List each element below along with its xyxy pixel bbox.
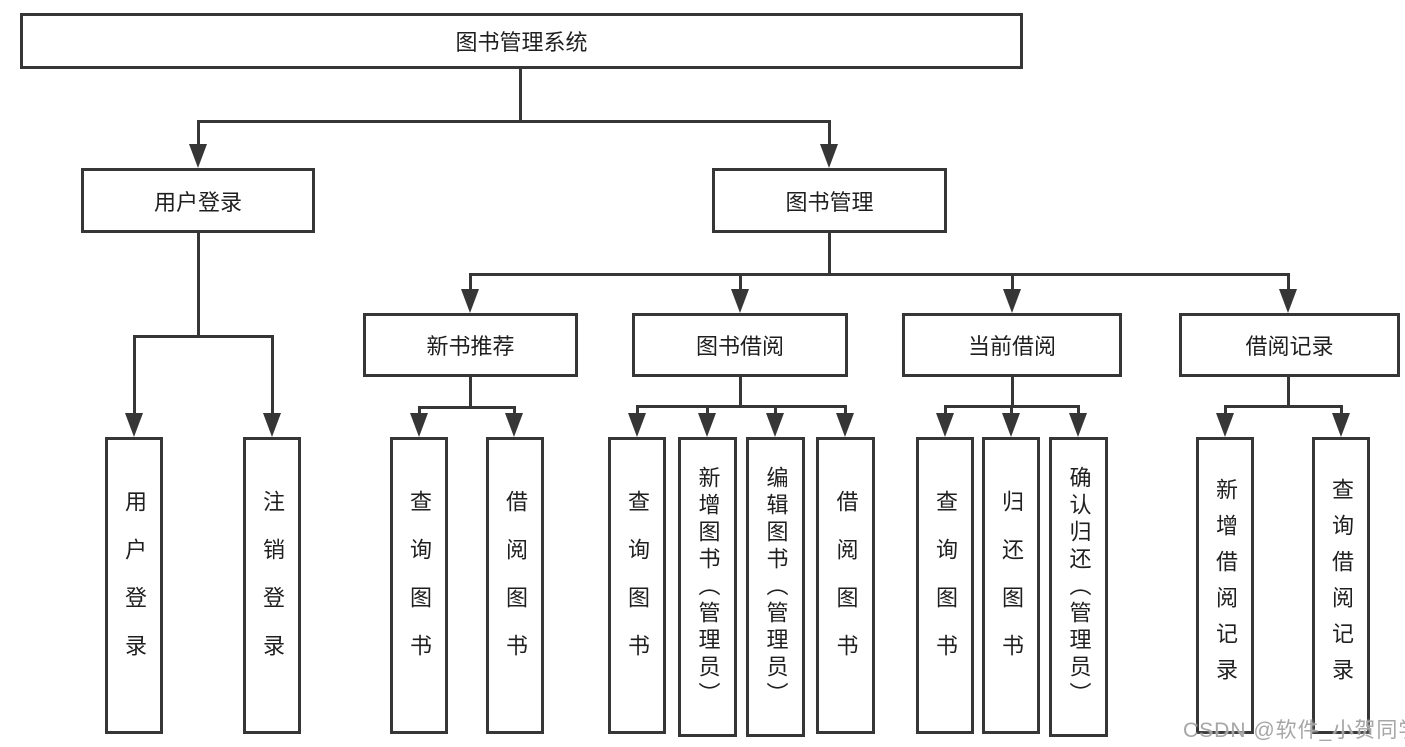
node-label: 新书推荐 <box>426 334 515 359</box>
node-label: 借阅图书 <box>503 489 528 682</box>
arrowhead <box>1069 413 1087 437</box>
connector-line <box>133 335 274 338</box>
connector-line <box>197 233 200 335</box>
node-borrow-books: 借阅图书 <box>816 437 875 734</box>
connector-line <box>519 69 522 120</box>
node-label: 图书借阅 <box>695 334 784 359</box>
arrowhead <box>628 413 646 437</box>
arrowhead <box>698 413 716 437</box>
connector-line <box>1077 405 1080 416</box>
node-return-book: 归还图书 <box>982 437 1040 734</box>
node-new-book-recommend: 新书推荐 <box>363 313 578 377</box>
connector-line <box>1011 377 1014 407</box>
node-label: 查询图书 <box>933 489 958 682</box>
connector-line <box>828 233 831 273</box>
connector-line <box>133 335 136 413</box>
connector-line <box>844 405 847 416</box>
node-confirm-return-admin: 确认归还（管理员） <box>1049 437 1108 737</box>
node-label: 当前借阅 <box>967 334 1056 359</box>
connector-line <box>636 405 639 416</box>
node-label: 查询图书 <box>407 489 432 682</box>
connector-line <box>513 406 516 416</box>
node-query-borrow-record: 查询借阅记录 <box>1312 437 1370 734</box>
node-label: 用户登录 <box>153 189 242 215</box>
node-label: 归还图书 <box>999 489 1024 682</box>
node-current-borrow: 当前借阅 <box>902 313 1122 377</box>
connector-line <box>470 273 1290 276</box>
node-label: 注销登录 <box>260 489 285 682</box>
connector-line <box>1224 405 1227 416</box>
connector-line <box>1340 405 1343 416</box>
connector-line <box>469 273 472 291</box>
connector-line <box>418 406 516 409</box>
node-query-books-borrow: 查询图书 <box>608 437 666 734</box>
node-borrow-records: 借阅记录 <box>1179 313 1400 377</box>
node-add-borrow-record: 新增借阅记录 <box>1196 437 1254 734</box>
connector-line <box>418 406 421 416</box>
node-label: 借阅图书 <box>833 489 859 682</box>
arrowhead <box>766 413 784 437</box>
arrowhead <box>1332 413 1350 437</box>
node-label: 编辑图书（管理员） <box>763 465 789 709</box>
node-label: 图书管理系统 <box>455 30 588 55</box>
arrowhead <box>1002 413 1020 437</box>
connector-line <box>1010 405 1013 416</box>
node-label: 新增借阅记录 <box>1213 477 1238 694</box>
node-library-system: 图书管理系统 <box>20 13 1023 69</box>
connector-line <box>739 273 742 291</box>
arrowhead <box>125 413 143 437</box>
node-edit-book-admin: 编辑图书（管理员） <box>746 437 805 737</box>
node-label: 用户登录 <box>122 489 147 682</box>
connector-line <box>1287 273 1290 291</box>
connector-line <box>706 405 709 416</box>
arrowhead <box>936 413 954 437</box>
connector-line <box>944 405 947 416</box>
node-leaf-user-login: 用户登录 <box>105 437 163 734</box>
arrowhead <box>189 144 207 168</box>
connector-line <box>739 377 742 407</box>
node-label: 查询借阅记录 <box>1329 477 1354 694</box>
connector-line <box>1224 405 1342 408</box>
connector-line <box>774 405 777 416</box>
node-borrow-books-recommend: 借阅图书 <box>486 437 544 734</box>
node-query-books-current: 查询图书 <box>916 437 974 734</box>
arrowhead <box>1216 413 1234 437</box>
connector-line <box>469 377 472 408</box>
node-label: 借阅记录 <box>1245 334 1334 359</box>
connector-line <box>1011 273 1014 291</box>
node-book-management: 图书管理 <box>712 168 947 233</box>
node-user-login: 用户登录 <box>81 168 315 233</box>
arrowhead <box>263 413 281 437</box>
arrowhead <box>836 413 854 437</box>
node-label: 图书管理 <box>785 189 874 215</box>
arrowhead <box>731 289 749 313</box>
arrowhead <box>820 144 838 168</box>
node-leaf-logout: 注销登录 <box>243 437 301 734</box>
arrowhead <box>1279 289 1297 313</box>
connector-line <box>1287 377 1290 407</box>
node-label: 确认归还（管理员） <box>1066 465 1092 709</box>
node-label: 新增图书（管理员） <box>695 465 721 709</box>
watermark: CSDN @软件_小贺同学 <box>1183 719 1405 742</box>
connector-line <box>828 120 831 148</box>
arrowhead <box>1003 289 1021 313</box>
connector-line <box>271 335 274 413</box>
node-query-books-recommend: 查询图书 <box>390 437 448 734</box>
node-label: 查询图书 <box>625 489 650 682</box>
connector-line <box>197 120 200 148</box>
arrowhead <box>410 413 428 437</box>
arrowhead <box>461 289 479 313</box>
connector-line <box>197 120 831 123</box>
node-add-book-admin: 新增图书（管理员） <box>678 437 737 737</box>
node-book-borrow: 图书借阅 <box>632 313 848 377</box>
arrowhead <box>505 413 523 437</box>
connector-line <box>636 405 846 408</box>
